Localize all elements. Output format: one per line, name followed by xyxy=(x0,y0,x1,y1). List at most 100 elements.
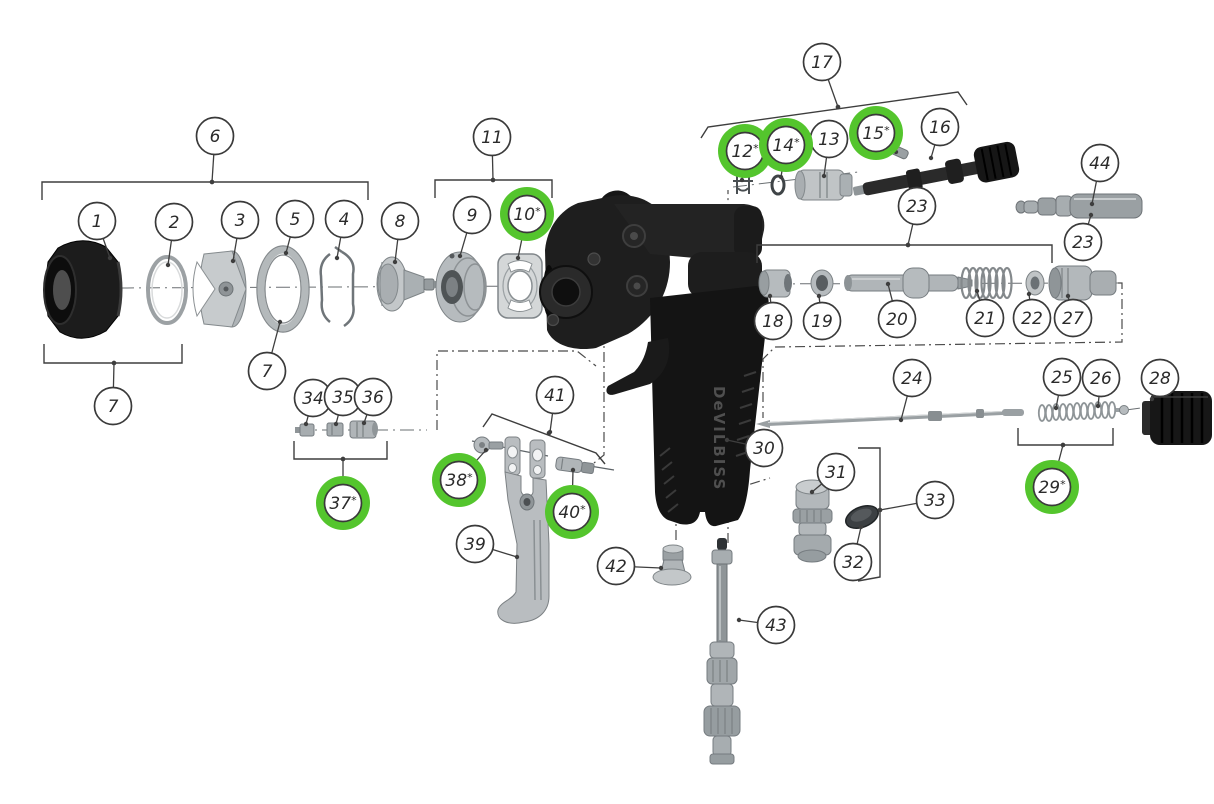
leader-dot xyxy=(340,456,346,462)
bracket-group-37 xyxy=(293,441,388,460)
leader-dot xyxy=(1053,405,1059,411)
callout-label: 39 xyxy=(464,535,486,555)
part-32-illustration xyxy=(845,505,879,529)
callout-30[interactable]: 30 xyxy=(724,428,784,468)
callout-14[interactable]: 14* xyxy=(759,118,813,180)
callout-12[interactable]: 12* xyxy=(718,124,772,183)
callout-16[interactable]: 16 xyxy=(920,107,960,161)
leader-dot xyxy=(515,255,521,261)
callout-circle xyxy=(856,113,896,153)
callout-label: 3 xyxy=(235,211,246,231)
callout-10[interactable]: 10* xyxy=(500,187,554,261)
callout-label: 28 xyxy=(1149,369,1171,389)
callout-39[interactable]: 39 xyxy=(455,524,520,564)
callout-circle xyxy=(552,492,592,532)
callout-2[interactable]: 2 xyxy=(154,202,194,268)
leader-dot xyxy=(111,360,117,366)
callout-circle xyxy=(802,301,842,341)
callout-25[interactable]: 25 xyxy=(1042,357,1082,411)
leader-dot xyxy=(165,262,171,268)
callout-29[interactable]: 29* xyxy=(1025,442,1079,514)
callout-41[interactable]: 41 xyxy=(535,375,575,435)
callout-33[interactable]: 33 xyxy=(877,480,955,520)
callout-27[interactable]: 27 xyxy=(1053,293,1093,338)
callout-6[interactable]: 6 xyxy=(195,116,235,185)
callout-circle xyxy=(753,301,793,341)
callout-1[interactable]: 1 xyxy=(77,201,117,261)
callout-42[interactable]: 42 xyxy=(596,546,664,586)
callout-label: 33 xyxy=(924,491,946,511)
callout-4[interactable]: 4 xyxy=(324,199,364,261)
callout-3[interactable]: 3 xyxy=(220,200,260,264)
callout-38[interactable]: 38* xyxy=(432,447,489,507)
callout-18[interactable]: 18 xyxy=(753,293,793,341)
callout-label: 16 xyxy=(929,118,951,138)
callout-label: 13 xyxy=(818,130,840,150)
leader-dot xyxy=(739,177,745,183)
leader-dot xyxy=(483,447,489,453)
callout-circle xyxy=(1080,143,1120,183)
callout-37[interactable]: 37* xyxy=(316,456,370,530)
leader-dot xyxy=(905,242,911,248)
callout-9[interactable]: 9 xyxy=(452,195,492,259)
callout-circle xyxy=(877,299,917,339)
callout-label: 7 xyxy=(262,362,273,382)
leader-dot xyxy=(736,617,742,623)
callout-circle xyxy=(596,546,636,586)
callout-31[interactable]: 31 xyxy=(809,452,856,495)
callout-circle xyxy=(1063,222,1103,262)
callout-44[interactable]: 44 xyxy=(1080,143,1120,207)
callout-23[interactable]: 23 xyxy=(897,186,937,248)
callout-32[interactable]: 32 xyxy=(833,524,873,582)
callout-circle xyxy=(507,194,547,234)
callout-34[interactable]: 34 xyxy=(293,378,333,427)
leader-dot xyxy=(361,420,367,426)
callout-23[interactable]: 23 xyxy=(1063,212,1103,262)
part-13-illustration xyxy=(794,169,853,201)
callout-label: 25 xyxy=(1051,368,1073,388)
callout-13[interactable]: 13 xyxy=(809,119,849,179)
callout-21[interactable]: 21 xyxy=(965,288,1005,338)
callout-35[interactable]: 35 xyxy=(323,377,363,427)
callout-label: 21 xyxy=(974,309,996,329)
leader-dot xyxy=(392,259,398,265)
callout-17[interactable]: 17 xyxy=(802,42,842,110)
callout-28[interactable]: 28 xyxy=(1140,358,1180,402)
callout-22[interactable]: 22 xyxy=(1012,291,1052,338)
part-44-illustration xyxy=(1015,193,1143,219)
callout-label: 32 xyxy=(842,553,864,573)
part-21-illustration xyxy=(960,266,1013,300)
callout-7[interactable]: 7 xyxy=(247,319,287,391)
callout-26[interactable]: 26 xyxy=(1081,358,1121,409)
callout-circle xyxy=(766,125,806,165)
callout-40[interactable]: 40* xyxy=(545,467,599,539)
callout-label: 34 xyxy=(302,389,324,409)
leader-dot xyxy=(1065,293,1071,299)
leader-dot xyxy=(1095,403,1101,409)
callout-7[interactable]: 7 xyxy=(93,360,133,426)
callout-circle xyxy=(965,298,1005,338)
callout-circle xyxy=(455,524,495,564)
leader-dot xyxy=(898,417,904,423)
callout-15[interactable]: 15* xyxy=(849,106,903,160)
part-8-illustration xyxy=(376,256,440,312)
part-39-illustration xyxy=(497,436,550,624)
callout-24[interactable]: 24 xyxy=(892,358,932,423)
callout-circle xyxy=(1140,358,1180,398)
callout-19[interactable]: 19 xyxy=(802,293,842,341)
callout-43[interactable]: 43 xyxy=(736,605,796,645)
callout-20[interactable]: 20 xyxy=(877,281,917,339)
part-3-illustration xyxy=(192,250,247,328)
callout-circle xyxy=(1032,467,1072,507)
callout-5[interactable]: 5 xyxy=(275,199,315,256)
callout-circle xyxy=(915,480,955,520)
leader-dot xyxy=(277,319,283,325)
leader-dot xyxy=(333,421,339,427)
callout-11[interactable]: 11 xyxy=(472,117,512,183)
callout-8[interactable]: 8 xyxy=(380,201,420,265)
callout-label: 19 xyxy=(811,312,833,332)
callout-36[interactable]: 36 xyxy=(353,377,393,426)
leader-dot xyxy=(767,293,773,299)
leader-dot xyxy=(1149,396,1155,402)
